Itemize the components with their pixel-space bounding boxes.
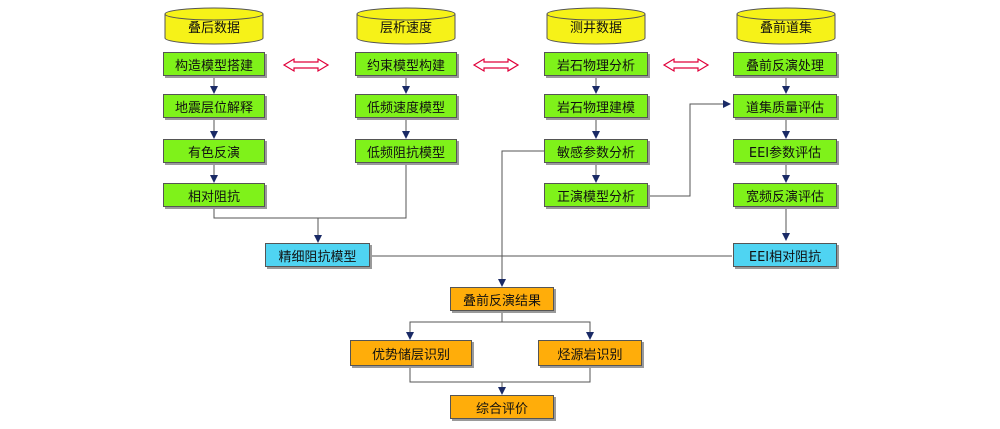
final-box: 综合评价 xyxy=(450,395,554,419)
source-rock-box: 烃源岩识别 xyxy=(538,340,642,366)
step-box: 有色反演 xyxy=(163,139,265,163)
database-icon: 叠前道集 xyxy=(736,7,836,45)
arrow-sensitivity-to-result xyxy=(498,150,544,287)
step-box: 低频速度模型 xyxy=(355,94,457,118)
step-box: 敏感参数分析 xyxy=(544,139,648,163)
eei-impedance-box: EEI相对阻抗 xyxy=(733,243,837,267)
step-box: 宽频反演评估 xyxy=(733,183,837,207)
arrow-forward-to-quality xyxy=(647,100,731,197)
step-box: 低频阻抗模型 xyxy=(355,139,457,163)
fine-impedance-box: 精细阻抗模型 xyxy=(265,243,370,267)
database-icon: 测井数据 xyxy=(546,7,646,45)
database-label: 层析速度 xyxy=(379,21,432,36)
database-label: 叠后数据 xyxy=(187,21,240,36)
step-box: 正演模型分析 xyxy=(544,183,648,207)
line-result-split-right xyxy=(502,321,594,340)
step-box: 相对阻抗 xyxy=(163,183,265,207)
step-box: 构造模型搭建 xyxy=(163,52,265,76)
step-box: 约束模型构建 xyxy=(355,52,457,76)
double-arrow-1 xyxy=(282,57,330,73)
step-box: 岩石物理建模 xyxy=(544,94,648,118)
line-identify-merge xyxy=(409,366,591,383)
step-box: 岩石物理分析 xyxy=(544,52,648,76)
database-label: 叠前道集 xyxy=(759,21,812,36)
reservoir-box: 优势储层识别 xyxy=(350,340,472,366)
line-relative-impedance xyxy=(213,163,407,219)
database-icon: 叠后数据 xyxy=(164,7,264,45)
result-box: 叠前反演结果 xyxy=(450,287,554,311)
double-arrow-2 xyxy=(472,57,520,73)
database-icon: 层析速度 xyxy=(356,7,456,45)
step-box: 叠前反演处理 xyxy=(733,52,837,76)
step-box: 地震层位解释 xyxy=(163,94,265,118)
database-label: 测井数据 xyxy=(569,21,622,36)
step-box: EEI参数评估 xyxy=(733,139,837,163)
double-arrow-3 xyxy=(662,57,710,73)
step-box: 道集质量评估 xyxy=(733,94,837,118)
line-result-split xyxy=(406,310,503,340)
